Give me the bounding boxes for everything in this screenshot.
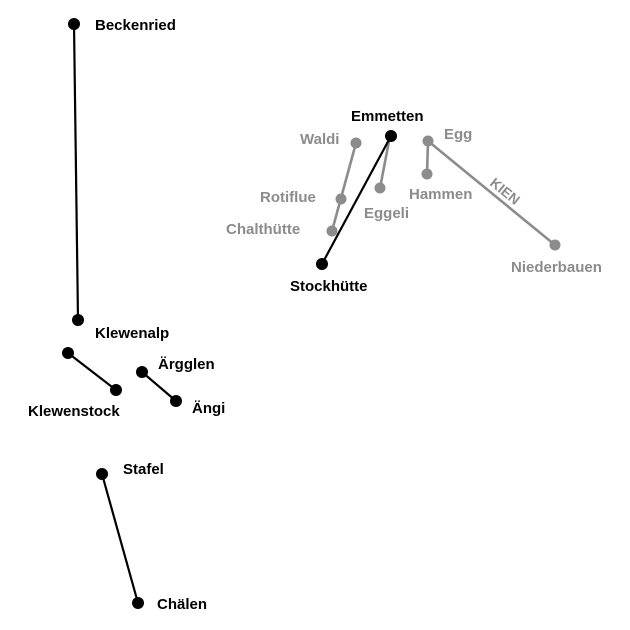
station-label-chaelen: Chälen: [157, 596, 207, 613]
lift-line-stafel-chaelen: [100, 473, 140, 604]
station-dot-rotiflue[interactable]: [335, 193, 347, 205]
station-dot-klewenalp[interactable]: [72, 314, 84, 326]
lift-line-emmetten-eggeli: [378, 135, 392, 189]
lift-line-egg-niederbauen: [427, 139, 556, 247]
station-label-klewenalp: Klewenalp: [95, 325, 169, 342]
station-label-beckenried: Beckenried: [95, 17, 176, 34]
station-dot-eggeli[interactable]: [374, 182, 386, 194]
station-label-hammen: Hammen: [409, 186, 472, 203]
lift-line-ergglen-aengi: [141, 371, 177, 402]
station-dot-klewenstock-top[interactable]: [62, 347, 74, 359]
lift-line-emmetten-stockhuette: [321, 135, 392, 265]
station-dot-stafel[interactable]: [96, 468, 108, 480]
station-dot-egg[interactable]: [422, 135, 434, 147]
station-label-emmetten: Emmetten: [351, 108, 424, 125]
station-dot-beckenried[interactable]: [68, 18, 80, 30]
station-dot-niederbauen[interactable]: [549, 239, 561, 251]
station-dot-chaelen[interactable]: [132, 597, 144, 609]
station-label-egg: Egg: [444, 126, 472, 143]
station-dot-aengi[interactable]: [170, 395, 182, 407]
station-label-stockhuette: Stockhütte: [290, 278, 368, 295]
lift-line-egg-hammen: [425, 140, 430, 175]
station-dot-chalthuette[interactable]: [326, 225, 338, 237]
station-label-eggeli: Eggeli: [364, 205, 409, 222]
station-label-niederbauen: Niederbauen: [511, 259, 602, 276]
lift-line-waldi-chalthuette: [330, 142, 358, 232]
station-label-aengi: Ängi: [192, 400, 225, 417]
station-dot-ergglen[interactable]: [136, 366, 148, 378]
station-label-klewenstock: Klewenstock: [28, 403, 120, 420]
station-label-stafel: Stafel: [123, 461, 164, 478]
station-dot-hammen[interactable]: [421, 168, 433, 180]
station-label-ergglen: Ärgglen: [158, 356, 215, 373]
station-label-waldi: Waldi: [300, 131, 339, 148]
station-label-rotiflue: Rotiflue: [260, 189, 316, 206]
station-dot-waldi[interactable]: [350, 137, 362, 149]
station-dot-emmetten[interactable]: [385, 130, 397, 142]
lift-line-klewenstock: [67, 352, 117, 391]
lift-line-beckenried-klewenalp: [72, 23, 80, 321]
station-label-chalthuette: Chalthütte: [226, 221, 300, 238]
station-dot-klewenstock[interactable]: [110, 384, 122, 396]
station-dot-stockhuette[interactable]: [316, 258, 328, 270]
